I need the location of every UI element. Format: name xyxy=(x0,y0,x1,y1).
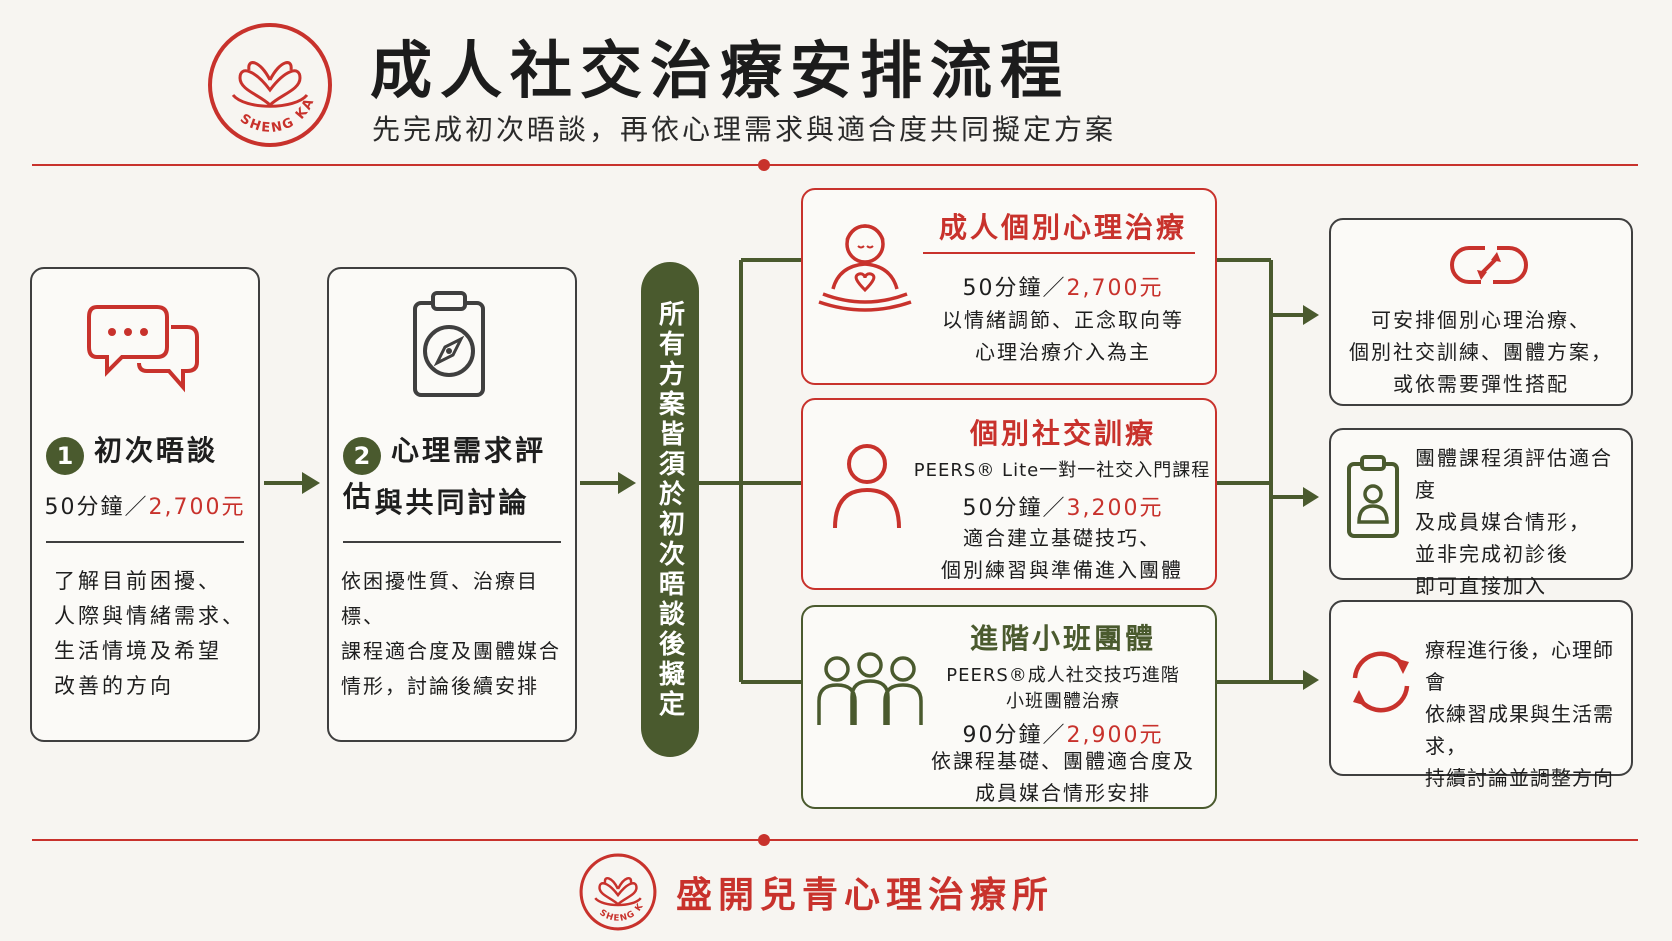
branch-connectors xyxy=(699,258,1319,690)
option3-price: 2,900元 xyxy=(1066,723,1164,748)
step1-desc-line: 改善的方向 xyxy=(54,674,174,698)
note3-line: 持續討論並調整方向 xyxy=(1425,766,1614,790)
step2-divider xyxy=(343,541,561,543)
step1-price-row: 50分鐘／2,700元 xyxy=(32,489,258,521)
note1-line: 個別社交訓練、團體方案， xyxy=(1349,340,1613,364)
step1-number-badge: 1 xyxy=(46,436,84,475)
option1-price-row: 50分鐘／2,700元 xyxy=(923,270,1203,302)
option1-card: 成人個別心理治療 50分鐘／2,700元 以情緒調節、正念取向等 心理治療介入為… xyxy=(801,188,1217,385)
step1-price: 2,700元 xyxy=(148,495,246,520)
step2-title-line2: 與共同討論 xyxy=(374,486,530,519)
option1-title-underline xyxy=(923,252,1195,254)
step1-card: 1 初次晤談 50分鐘／2,700元 了解目前困擾、 人際與情緒需求、 生活情境及… xyxy=(30,267,260,742)
option1-desc-line: 以情緒調節、正念取向等 xyxy=(942,308,1184,332)
note2-card: 團體課程須評估適合度 及成員媒合情形， 並非完成初診後 即可直接加入 xyxy=(1329,428,1633,598)
option3-desc-line: 依課程基礎、團體適合度及 xyxy=(931,749,1195,773)
option1-duration: 50分鐘／ xyxy=(962,276,1067,301)
option3-title: 進階小班團體 xyxy=(969,622,1156,655)
clipboard-compass-icon xyxy=(413,291,485,397)
note1-line: 或依需要彈性搭配 xyxy=(1393,372,1569,396)
note3-card: 療程進行後，心理師會 依練習成果與生活需求， 持續討論並調整方向 xyxy=(1329,600,1633,790)
step2-title-line1: 心理需求評估 xyxy=(343,434,547,513)
option2-program: PEERS® Lite一對一社交入門課程 xyxy=(913,460,1211,481)
step2-desc-line: 課程適合度及團體媒合 xyxy=(341,639,561,663)
step1-heading: 1 初次晤談 xyxy=(46,429,246,475)
option1-price: 2,700元 xyxy=(1066,276,1164,301)
option3-card: 進階小班團體 PEERS®成人社交技巧進階 小班團體治療 90分鐘／2,900元… xyxy=(801,605,1217,809)
option2-title: 個別社交訓療 xyxy=(969,417,1156,450)
id-badge-icon xyxy=(1347,455,1399,538)
note2-line: 並非完成初診後 xyxy=(1415,542,1569,566)
option2-card: 個別社交訓療 PEERS® Lite一對一社交入門課程 50分鐘／3,200元 … xyxy=(801,398,1217,590)
option3-duration: 90分鐘／ xyxy=(962,723,1067,748)
chat-bubble-icon xyxy=(87,305,199,393)
group-people-icon xyxy=(817,652,923,725)
step1-desc-line: 生活情境及希望 xyxy=(54,639,222,663)
page-subtitle: 先完成初次晤談，再依心理需求與適合度共同擬定方案 xyxy=(372,113,1117,146)
meditating-person-icon xyxy=(818,224,912,312)
header-divider-dot xyxy=(758,159,770,171)
option2-price: 3,200元 xyxy=(1066,496,1164,521)
option3-program-line2: 小班團體治療 xyxy=(1006,691,1120,712)
option2-desc-line: 個別練習與準備進入團體 xyxy=(941,558,1183,582)
note1-card: 可安排個別心理治療、 個別社交訓練、團體方案， 或依需要彈性搭配 xyxy=(1329,218,1633,406)
arrow-step1-to-step2 xyxy=(264,472,320,494)
all-plans-note-text: 所有方案皆須於初次晤談後擬定 xyxy=(654,299,685,720)
page-title: 成人社交治療安排流程 xyxy=(370,34,1071,107)
step2-desc-line: 依困擾性質、治療目標、 xyxy=(341,569,539,628)
option3-desc-line: 成員媒合情形安排 xyxy=(975,781,1151,805)
refresh-cycle-icon xyxy=(1352,651,1410,713)
sheng-kai-logo: SHENG KAI xyxy=(205,20,332,147)
footer-divider-dot xyxy=(758,834,770,846)
option3-program-line1: PEERS®成人社交技巧進階 xyxy=(946,665,1180,686)
note3-line: 依練習成果與生活需求， xyxy=(1425,702,1614,758)
step2-number-badge: 2 xyxy=(343,436,381,475)
option2-duration: 50分鐘／ xyxy=(962,496,1067,521)
arrow-step2-to-bar xyxy=(580,472,636,494)
note3-line: 療程進行後，心理師會 xyxy=(1425,638,1614,694)
note2-line: 團體課程須評估適合度 xyxy=(1415,446,1613,502)
step2-desc-line: 情形，討論後續安排 xyxy=(341,674,539,698)
linked-loop-icon xyxy=(1450,246,1528,284)
note1-line: 可安排個別心理治療、 xyxy=(1371,308,1591,332)
option2-desc-line: 適合建立基礎技巧、 xyxy=(963,526,1161,550)
step1-desc-line: 人際與情緒需求、 xyxy=(54,604,246,628)
header-divider xyxy=(32,164,1638,166)
option2-price-row: 50分鐘／3,200元 xyxy=(913,490,1213,522)
clinic-name: 盛開兒青心理治療所 xyxy=(676,875,1055,916)
step1-title: 初次晤談 xyxy=(94,434,219,467)
option1-title: 成人個別心理治療 xyxy=(938,211,1187,244)
person-icon xyxy=(833,444,901,529)
footer-logo: SHENG KAI xyxy=(578,852,657,931)
step1-divider xyxy=(46,541,244,543)
option1-desc-line: 心理治療介入為主 xyxy=(975,340,1151,364)
all-plans-note-bar: 所有方案皆須於初次晤談後擬定 xyxy=(641,262,699,757)
option3-price-row: 90分鐘／2,900元 xyxy=(913,717,1213,749)
footer-divider xyxy=(32,839,1638,841)
step1-duration: 50分鐘／ xyxy=(44,495,149,520)
step1-desc-line: 了解目前困擾、 xyxy=(54,569,222,593)
note2-line: 及成員媒合情形， xyxy=(1415,510,1591,534)
note2-line: 即可直接加入 xyxy=(1415,574,1547,598)
